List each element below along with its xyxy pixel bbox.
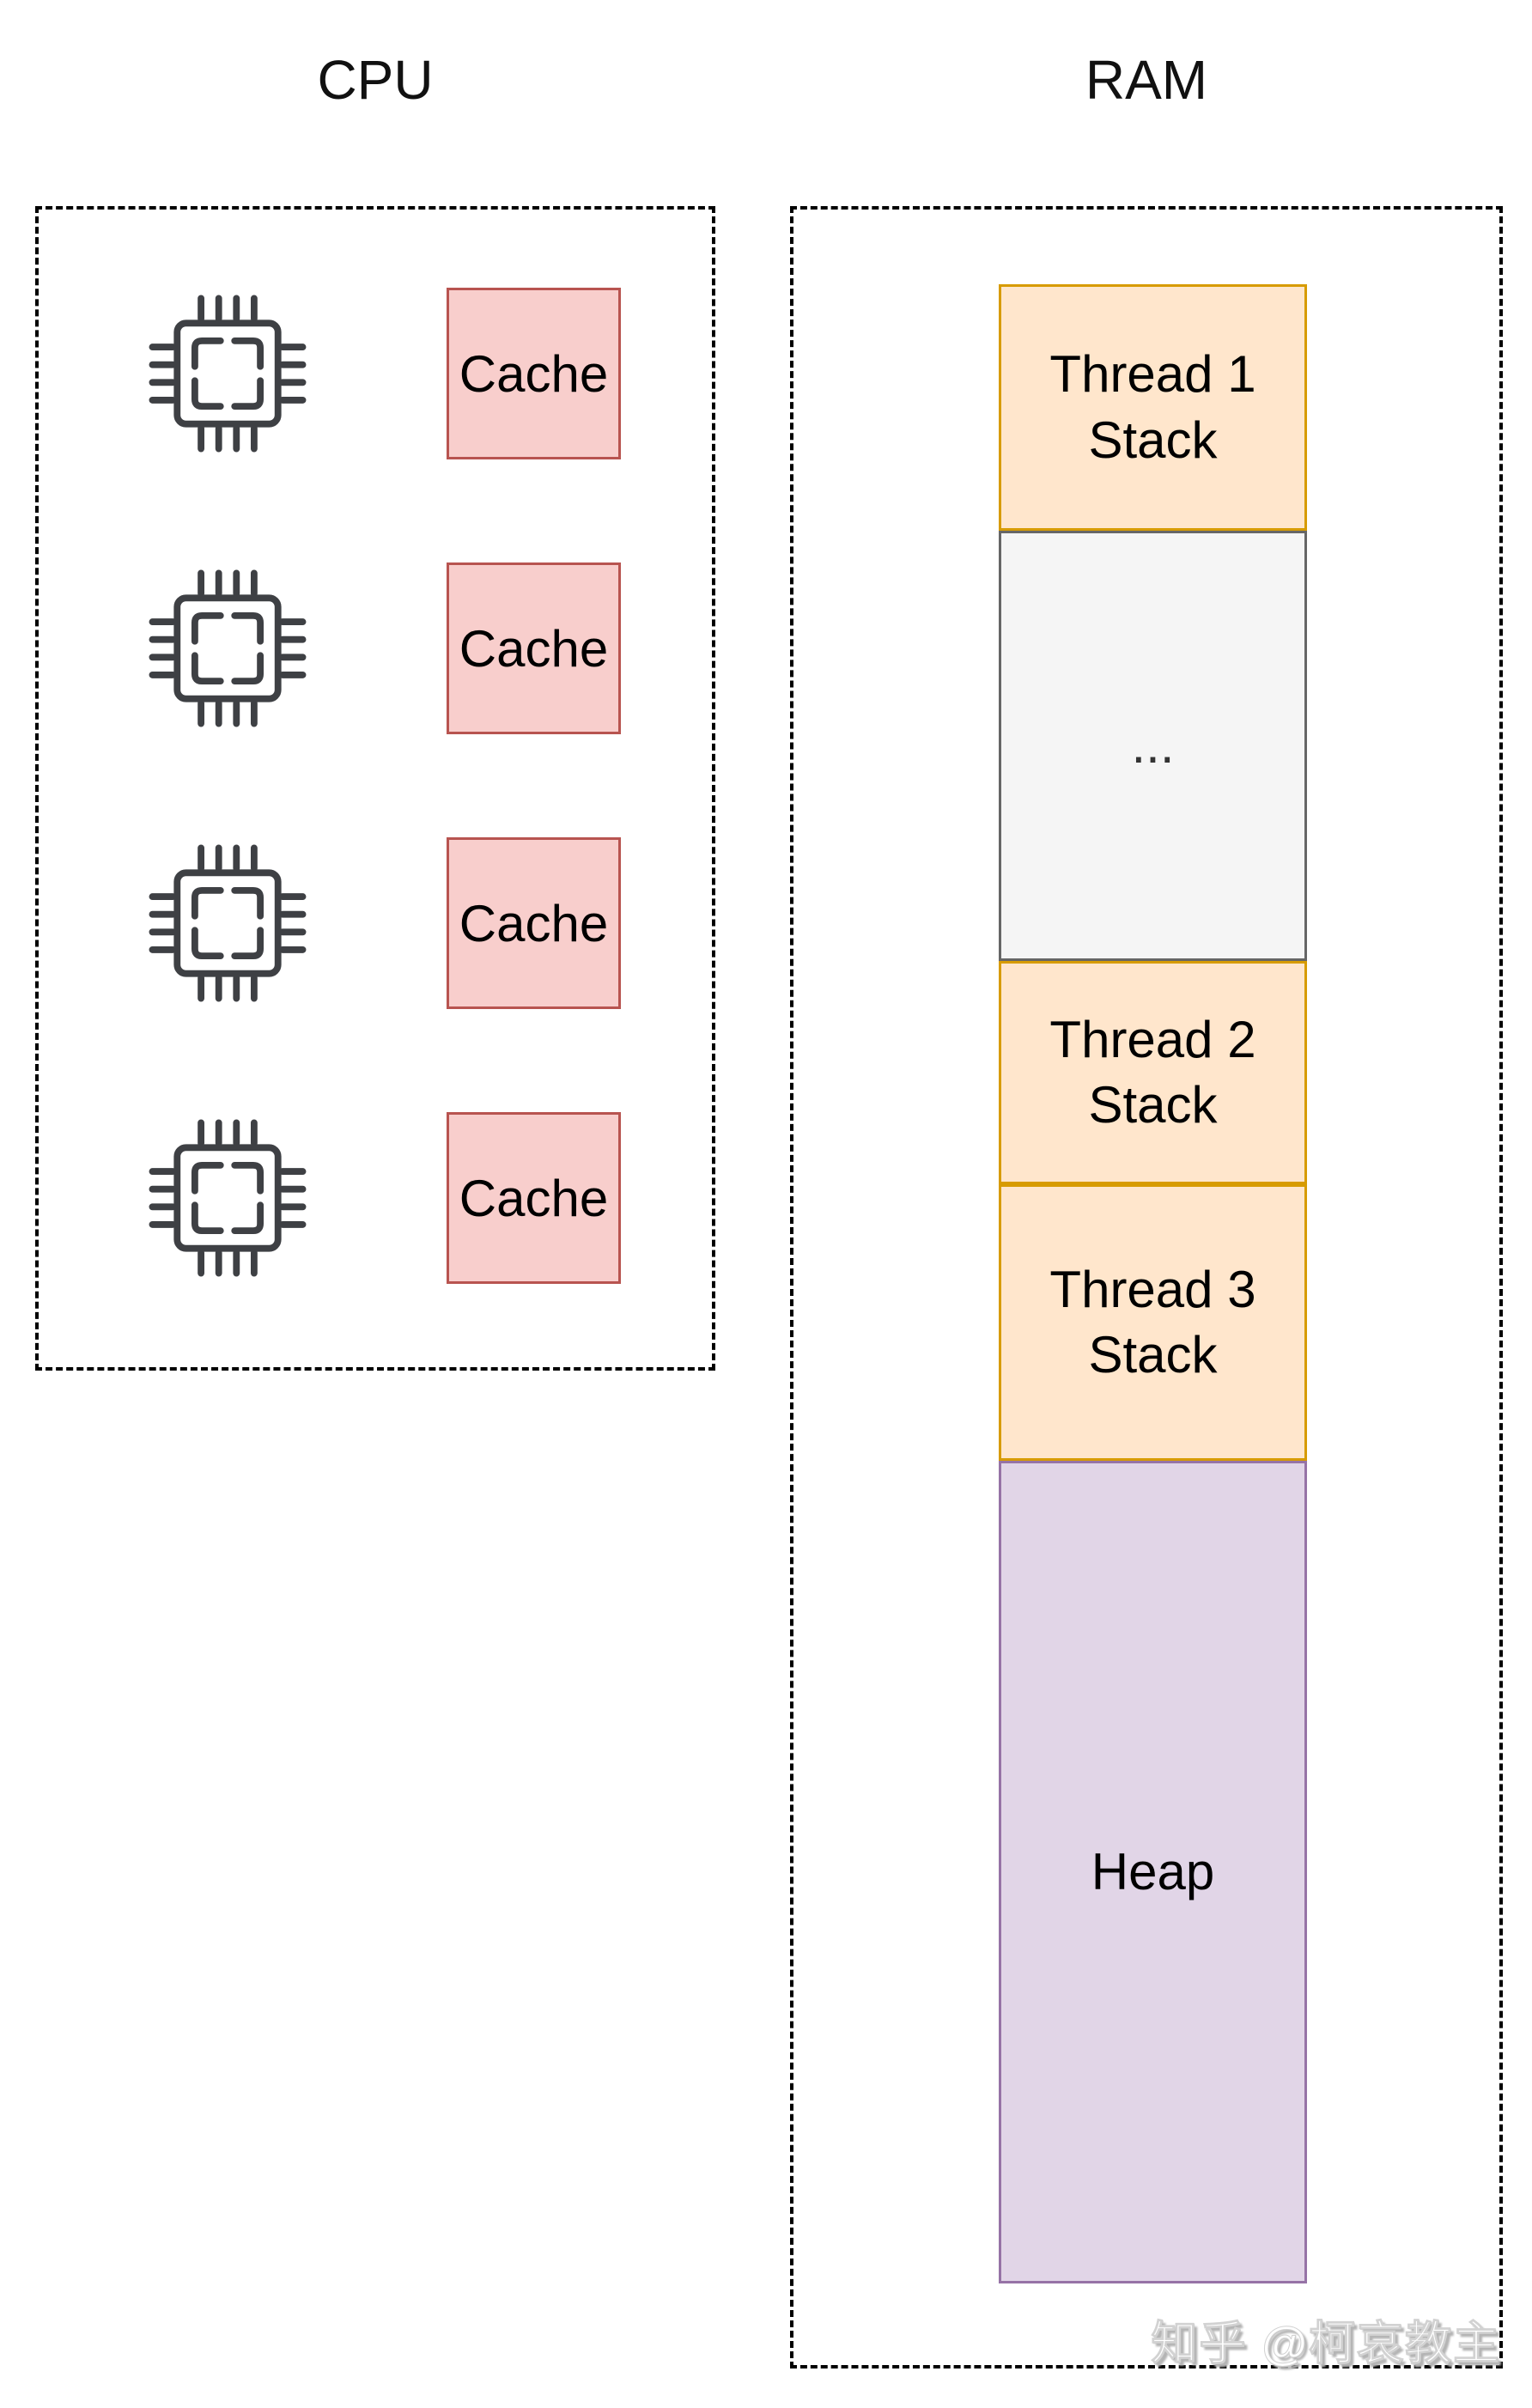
cache-label: Cache: [459, 894, 609, 952]
segment-label-line: Thread 3: [1049, 1260, 1256, 1318]
cpu-chip-icon: [139, 560, 316, 737]
cpu-group-box: Cache Cache Cache Cache: [35, 206, 715, 1371]
cache-box: Cache: [447, 837, 621, 1009]
ram-title: RAM: [1085, 49, 1208, 111]
segment-label-line: ...: [1131, 716, 1175, 775]
cache-label: Cache: [459, 344, 609, 403]
segment-label-line: Stack: [1088, 410, 1218, 469]
segment-label-line: Heap: [1091, 1842, 1215, 1900]
cache-label: Cache: [459, 619, 609, 678]
cache-label: Cache: [459, 1169, 609, 1227]
cache-box: Cache: [447, 288, 621, 459]
cpu-chip-icon: [139, 1110, 316, 1286]
ram-segment-thread1-stack: Thread 1 Stack: [999, 284, 1307, 531]
ram-segment-thread2-stack: Thread 2 Stack: [999, 961, 1307, 1184]
cpu-core-row: Cache: [39, 1112, 712, 1284]
cpu-core-row: Cache: [39, 562, 712, 734]
ram-segment-ellipsis: ...: [999, 531, 1307, 961]
cpu-chip-icon: [139, 835, 316, 1012]
cpu-chip-icon: [139, 285, 316, 462]
memory-column: Thread 1 Stack ... Thread 2 Stack Thread…: [999, 284, 1307, 2283]
cache-box: Cache: [447, 562, 621, 734]
ram-group-box: Thread 1 Stack ... Thread 2 Stack Thread…: [790, 206, 1503, 2368]
segment-label-line: Thread 2: [1049, 1010, 1256, 1068]
cpu-core-row: Cache: [39, 288, 712, 459]
segment-label-line: Thread 1: [1049, 345, 1256, 404]
segment-label-line: Stack: [1088, 1076, 1218, 1134]
segment-label-line: Stack: [1088, 1326, 1218, 1383]
watermark: 知乎 @柯哀教主: [1151, 2318, 1501, 2370]
ram-segment-thread3-stack: Thread 3 Stack: [999, 1184, 1307, 1461]
ram-segment-heap: Heap: [999, 1461, 1307, 2283]
cpu-title: CPU: [317, 49, 434, 111]
cache-box: Cache: [447, 1112, 621, 1284]
cpu-core-row: Cache: [39, 837, 712, 1009]
